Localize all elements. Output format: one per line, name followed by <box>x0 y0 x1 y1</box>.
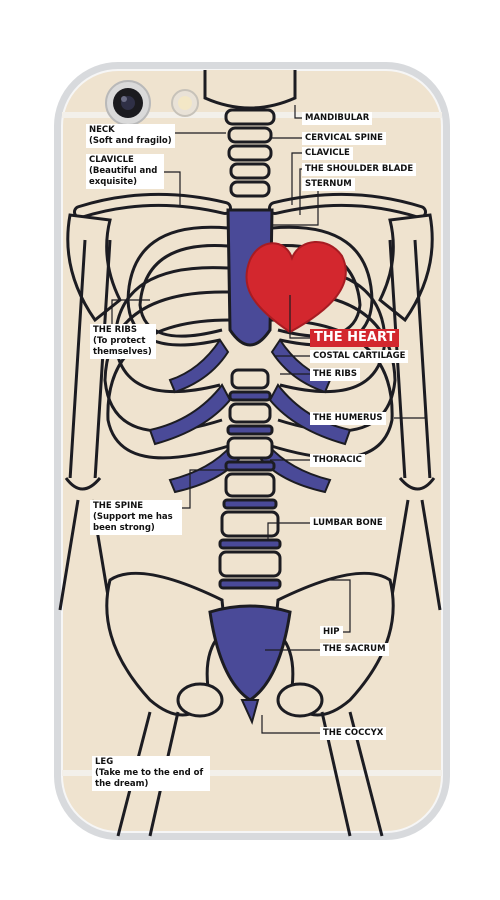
label-clavicle-left-sub: (Beautiful and exquisite) <box>89 166 158 187</box>
label-leg-sub: (Take me to the end of the dream) <box>95 768 204 789</box>
sacrum-bone <box>208 604 292 702</box>
cervical-vertebrae <box>224 108 276 198</box>
label-hip: HIP <box>320 626 343 639</box>
label-clavicle-left: CLAVICLE (Beautiful and exquisite) <box>86 154 164 189</box>
label-sternum: STERNUM <box>302 178 355 191</box>
humerus-left <box>68 239 112 481</box>
flash-icon <box>171 89 199 117</box>
label-costal-cartilage: COSTAL CARTILAGE <box>310 350 409 363</box>
label-mandibular: MANDIBULAR <box>302 112 373 125</box>
coccyx-bone <box>240 699 260 725</box>
label-ribs-left-title: THE RIBS <box>93 325 137 335</box>
label-ribs-right: THE RIBS <box>310 368 360 381</box>
label-lumbar-bone: LUMBAR BONE <box>310 517 386 530</box>
label-sacrum: THE SACRUM <box>320 643 389 656</box>
label-cervical-spine: CERVICAL SPINE <box>302 132 386 145</box>
label-clavicle-left-title: CLAVICLE <box>89 155 134 165</box>
label-spine: THE SPINE (Support me has been strong) <box>90 500 182 535</box>
label-spine-sub: (Support me has been strong) <box>93 512 173 533</box>
heart-illustration <box>245 241 347 334</box>
label-neck-title: NECK <box>89 125 115 135</box>
label-coccyx: THE COCCYX <box>320 727 387 740</box>
label-thoracic: THORACIC <box>310 454 365 467</box>
label-ribs-left-sub: (To protect themselves) <box>93 336 152 357</box>
label-humerus: THE HUMERUS <box>310 412 386 425</box>
label-neck-sub: (Soft and fragilo) <box>89 136 172 146</box>
label-leg-title: LEG <box>95 757 114 767</box>
label-heart: THE HEART <box>310 329 400 347</box>
label-spine-title: THE SPINE <box>93 501 144 511</box>
label-leg: LEG (Take me to the end of the dream) <box>92 756 210 791</box>
label-ribs-left: THE RIBS (To protect themselves) <box>90 324 156 359</box>
spine-vertebrae <box>218 368 282 590</box>
camera-lens-icon <box>105 80 151 126</box>
jaw-bone <box>203 70 297 110</box>
label-neck: NECK (Soft and fragilo) <box>86 124 175 148</box>
label-shoulder-blade: THE SHOULDER BLADE <box>302 163 417 176</box>
antenna-band-bottom <box>62 770 442 776</box>
label-clavicle-right: CLAVICLE <box>302 147 353 160</box>
